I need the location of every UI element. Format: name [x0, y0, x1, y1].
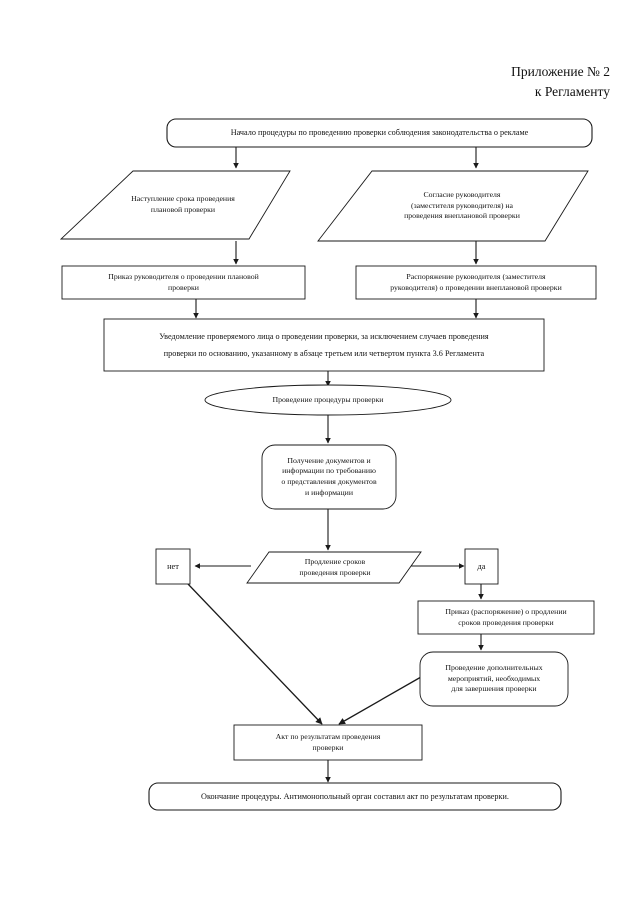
node-start [166, 118, 593, 148]
node-consent [317, 170, 589, 242]
header-line-1: Приложение № 2 [511, 64, 610, 79]
node-order-ext [417, 600, 595, 635]
node-no [155, 548, 191, 585]
shape-layer [59, 118, 597, 811]
node-act [233, 724, 423, 761]
edge-extra-to-act [338, 676, 422, 725]
node-documents [261, 444, 397, 510]
node-order-unplanned [355, 265, 597, 300]
node-yes [464, 548, 499, 585]
node-end [148, 782, 562, 811]
node-extension [246, 551, 422, 584]
connector-layer [187, 147, 484, 783]
node-procedure [204, 384, 452, 416]
node-extra-events [419, 651, 569, 707]
edge-no-to-act [187, 583, 323, 725]
header-block: Приложение № 2 к Регламенту [511, 62, 610, 101]
header-line-2: к Регламенту [534, 83, 610, 99]
node-notification [103, 318, 545, 372]
node-order-planned [61, 265, 306, 300]
node-planned-term [59, 170, 291, 240]
